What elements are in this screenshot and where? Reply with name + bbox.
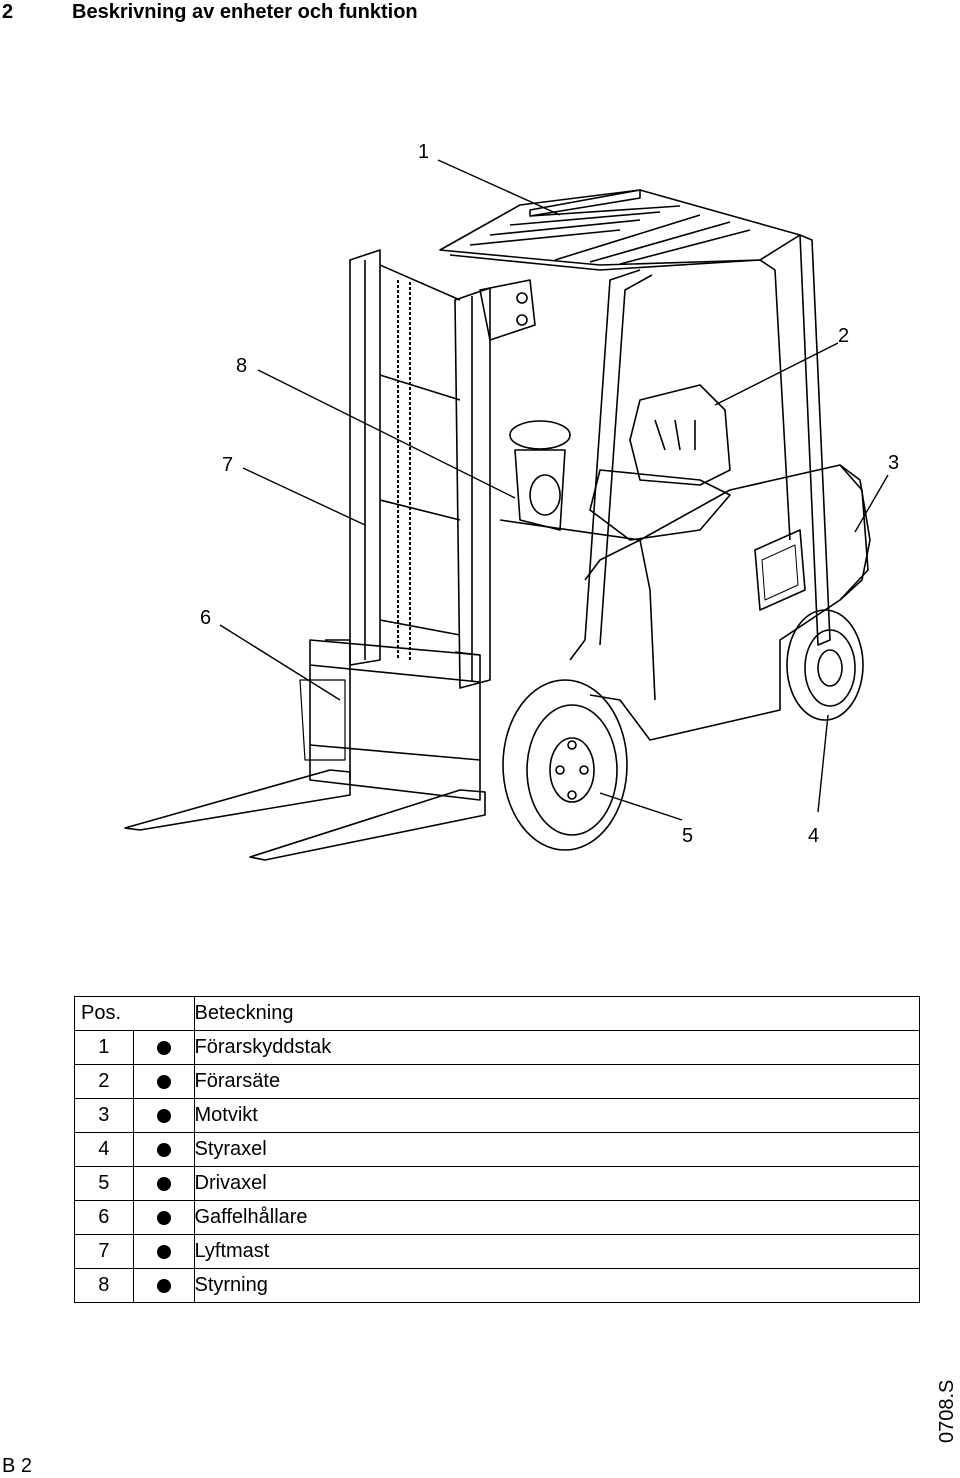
bullet-cell: [132, 1132, 195, 1167]
section-heading: 2 Beskrivning av enheter och funktion: [2, 0, 418, 24]
component-table-body: Pos. Beteckning 1 Förarskyddstak 2 Förar…: [74, 996, 920, 1303]
table-row: 6 Gaffelhållare: [74, 1200, 920, 1235]
table-row: 3 Motvikt: [74, 1098, 920, 1133]
table-row: 4 Styraxel: [74, 1132, 920, 1167]
callout-8: 8: [236, 355, 248, 377]
bullet-cell: [132, 1268, 195, 1303]
bullet-dot-icon: [156, 1244, 171, 1259]
callout-3: 3: [888, 452, 900, 474]
bullet-dot-icon: [156, 1210, 171, 1225]
callout-6: 6: [200, 607, 212, 629]
bullet-header-cell: [133, 996, 195, 1031]
pos-cell: 1: [74, 1030, 134, 1065]
bullet-dot-icon: [156, 1040, 171, 1055]
name-cell: Förarskyddstak: [193, 1030, 920, 1065]
page-number: B 2: [2, 1455, 33, 1477]
name-cell: Förarsäte: [193, 1064, 920, 1099]
pos-cell: 3: [74, 1098, 134, 1133]
bullet-cell: [132, 1166, 195, 1201]
bullet-cell: [132, 1234, 195, 1269]
callout-2: 2: [838, 325, 850, 347]
section-title: Beskrivning av enheter och funktion: [72, 1, 418, 23]
bullet-cell: [132, 1200, 195, 1235]
bullet-cell: [132, 1030, 195, 1065]
bullet-cell: [132, 1064, 195, 1099]
section-number: 2: [2, 1, 14, 23]
pos-header: Pos.: [74, 996, 133, 1031]
forklift-illustration: [124, 159, 889, 861]
pos-cell: 8: [74, 1268, 134, 1303]
name-cell: Styrning: [193, 1268, 920, 1303]
pos-cell: 7: [74, 1234, 134, 1269]
pos-cell: 5: [74, 1166, 134, 1201]
name-cell: Gaffelhållare: [193, 1200, 920, 1235]
table-row: 2 Förarsäte: [74, 1064, 920, 1099]
name-cell: Motvikt: [193, 1098, 920, 1133]
callout-5: 5: [682, 825, 694, 847]
bullet-dot-icon: [156, 1278, 171, 1293]
bullet-dot-icon: [156, 1108, 171, 1123]
document-code: 0708.S: [936, 1379, 958, 1443]
bullet-dot-icon: [156, 1074, 171, 1089]
table-row: 8 Styrning: [74, 1268, 920, 1303]
callout-1: 1: [418, 141, 430, 163]
table-row: 5 Drivaxel: [74, 1166, 920, 1201]
name-cell: Styraxel: [193, 1132, 920, 1167]
pos-cell: 6: [74, 1200, 134, 1235]
callout-7: 7: [222, 454, 234, 476]
pos-cell: 4: [74, 1132, 134, 1167]
name-cell: Lyftmast: [193, 1234, 920, 1269]
component-table: Pos. Beteckning 1 Förarskyddstak 2 Förar…: [74, 996, 920, 1303]
table-row: 7 Lyftmast: [74, 1234, 920, 1269]
bullet-dot-icon: [156, 1142, 171, 1157]
table-row: 1 Förarskyddstak: [74, 1030, 920, 1065]
pos-cell: 2: [74, 1064, 134, 1099]
callout-4: 4: [808, 825, 820, 847]
bullet-cell: [132, 1098, 195, 1133]
bullet-dot-icon: [156, 1176, 171, 1191]
name-header: Beteckning: [193, 996, 920, 1031]
name-cell: Drivaxel: [193, 1166, 920, 1201]
table-header-row: Pos. Beteckning: [74, 996, 920, 1031]
